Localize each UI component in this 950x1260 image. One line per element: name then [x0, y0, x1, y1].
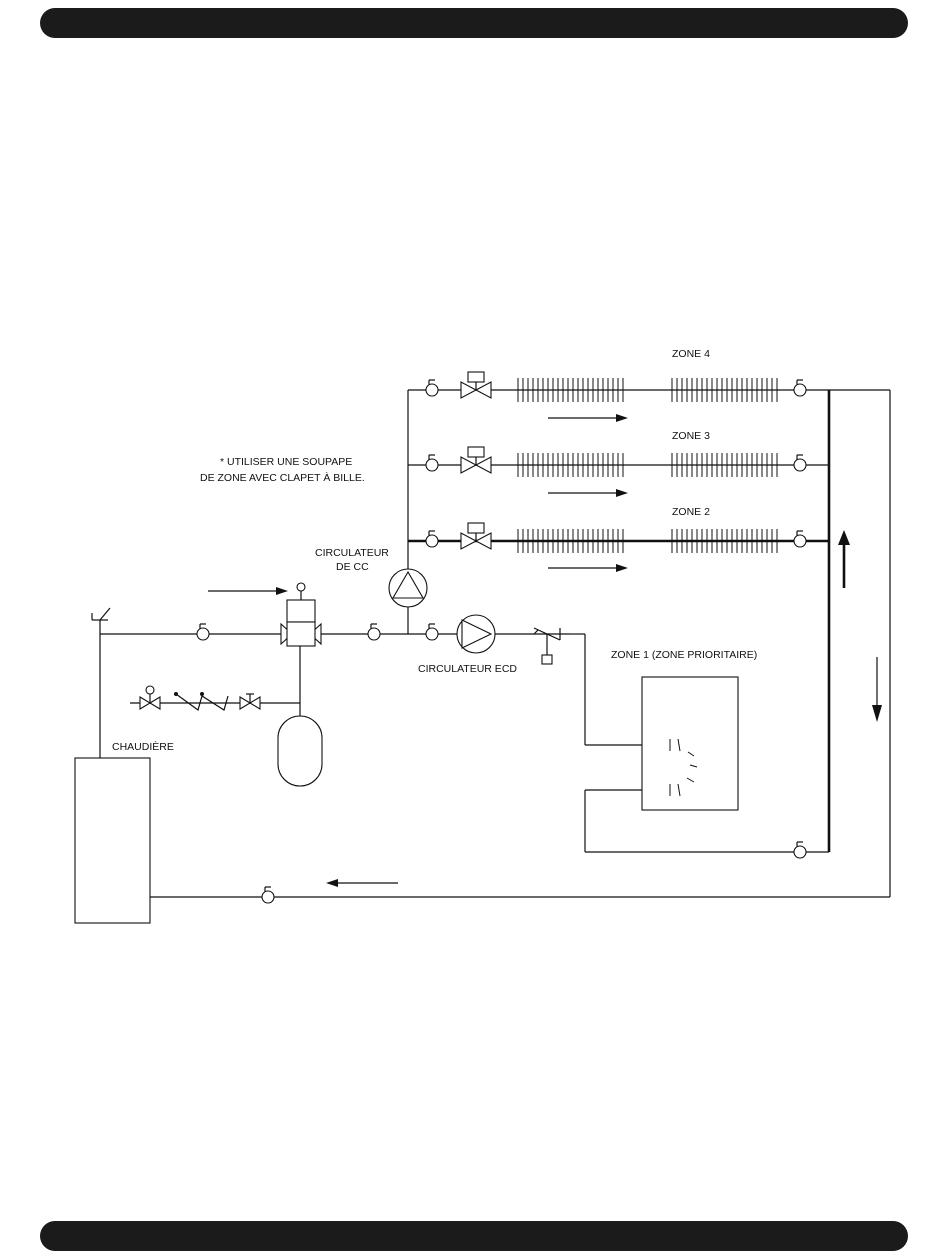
ball-valve-icon: [426, 624, 438, 640]
ball-valve-icon: [794, 531, 806, 547]
expansion-tank-icon: [278, 716, 322, 786]
flow-arrow-icon: [548, 489, 628, 497]
ball-valve-icon: [794, 380, 806, 396]
zone-4-label: ZONE 4: [672, 348, 710, 360]
flow-arrow-icon: [548, 564, 628, 572]
pressure-reducing-valve-icon: [140, 686, 160, 709]
flow-arrow-icon: [326, 879, 398, 887]
zone-2-circuit: ZONE 2: [426, 506, 806, 572]
zone-valve-icon: [461, 372, 491, 398]
flow-arrow-icon: [838, 530, 850, 588]
flow-arrow-icon: [548, 414, 628, 422]
ball-valve-icon: [426, 380, 438, 396]
ball-valve-icon: [240, 694, 260, 709]
ball-valve-icon: [262, 887, 274, 903]
boiler-label: CHAUDIÈRE: [112, 740, 174, 753]
flow-arrow-icon: [208, 587, 288, 595]
ball-valve-icon: [426, 455, 438, 471]
ball-valve-icon: [197, 624, 209, 640]
ball-valve-icon: [794, 455, 806, 471]
zone-valve-icon: [461, 523, 491, 549]
ch-circulator-label-line-1: CIRCULATEUR: [315, 547, 389, 559]
zone-4-circuit: ZONE 4: [426, 348, 806, 422]
zone-1-label: ZONE 1 (ZONE PRIORITAIRE): [611, 649, 757, 661]
make-up-water-assembly: [140, 686, 260, 710]
boiler: [75, 758, 150, 923]
flow-arrow-icon: [872, 657, 882, 722]
zone-valve-icon: [461, 447, 491, 473]
ball-valve-icon: [368, 624, 380, 640]
circulator-pump-icon: [389, 569, 427, 607]
zone-valve-note-line-2: DE ZONE AVEC CLAPET À BILLE.: [200, 471, 365, 484]
circulator-pump-icon: [457, 615, 495, 653]
zone-3-label: ZONE 3: [672, 430, 710, 442]
ball-valve-icon: [426, 531, 438, 547]
ball-valve-icon: [794, 842, 806, 858]
dhw-circulator-label: CIRCULATEUR ECD: [418, 663, 517, 675]
zone-valve-note-line-1: * UTILISER UNE SOUPAPE: [220, 456, 352, 468]
relief-valve-icon: [92, 608, 110, 634]
air-separator-icon: [281, 583, 321, 646]
backflow-preventer-icon: [174, 692, 228, 710]
zone-3-circuit: ZONE 3: [426, 430, 806, 497]
zone-1-area: [642, 677, 738, 810]
ch-circulator-label-line-2: DE CC: [336, 561, 369, 573]
zone-2-label: ZONE 2: [672, 506, 710, 518]
